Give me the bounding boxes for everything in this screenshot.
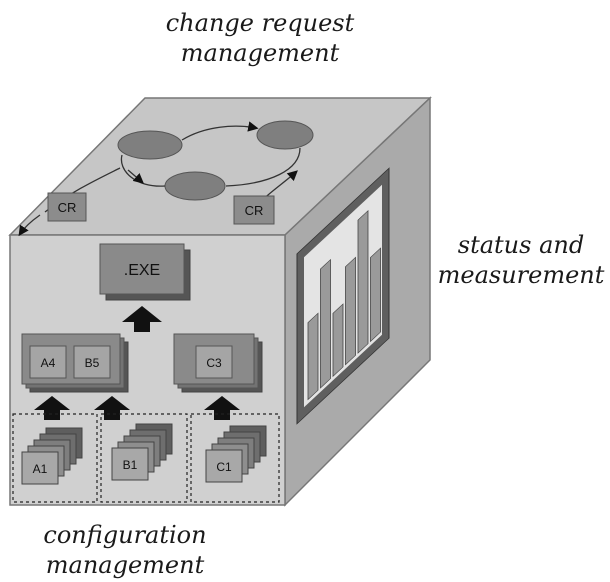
cr-box-left: CR	[47, 192, 87, 222]
exe-label: .EXE	[124, 262, 160, 279]
component-stack-b: B1	[111, 423, 173, 481]
up-arrow-icon	[34, 396, 70, 420]
cycle-arrow	[120, 154, 166, 187]
cr-box-right: CR	[233, 195, 275, 225]
item-label: A1	[33, 462, 48, 476]
change-request-management-label: change request management	[165, 9, 355, 67]
exe-box: .EXE	[99, 243, 191, 301]
build-arrows	[34, 306, 240, 420]
item-label: B1	[123, 458, 138, 472]
item-label: A4	[41, 356, 56, 370]
status-bar	[307, 312, 319, 401]
component-stack-c: C1	[205, 425, 267, 483]
build-group-c: C3	[173, 333, 263, 393]
cycle-arrow	[18, 214, 41, 237]
status-bar	[345, 256, 356, 366]
build-group-ab: A4 B5	[21, 333, 129, 393]
status-chart	[296, 167, 390, 425]
item-label: B5	[85, 356, 100, 370]
status-measurement-label: status and measurement	[437, 231, 605, 289]
component-container	[190, 413, 280, 503]
cr-box-label: CR	[58, 200, 77, 215]
up-arrow-icon	[94, 396, 130, 420]
up-arrow-icon	[204, 396, 240, 420]
cycle-arrow	[181, 121, 259, 141]
cr-state-ellipse	[164, 171, 226, 201]
status-bar	[320, 258, 331, 389]
item-label: C1	[216, 460, 232, 474]
cycle-arrow	[127, 169, 144, 184]
status-bar	[357, 209, 369, 354]
cr-state-ellipse	[256, 120, 314, 150]
change-request-cycle	[18, 120, 314, 237]
component-container	[100, 413, 188, 503]
cr-state-ellipse	[117, 130, 183, 160]
status-bar	[370, 247, 381, 343]
component-container	[12, 413, 98, 503]
up-arrow-icon	[122, 306, 162, 332]
item-label: C3	[206, 356, 222, 370]
status-bars	[307, 209, 381, 401]
configuration-management-label: configuration management	[43, 521, 207, 579]
component-stack-a: A1	[21, 427, 83, 485]
component-containers	[12, 413, 280, 503]
status-bar	[332, 303, 344, 378]
cycle-arrow	[225, 147, 301, 187]
cr-box-label: CR	[245, 203, 264, 218]
